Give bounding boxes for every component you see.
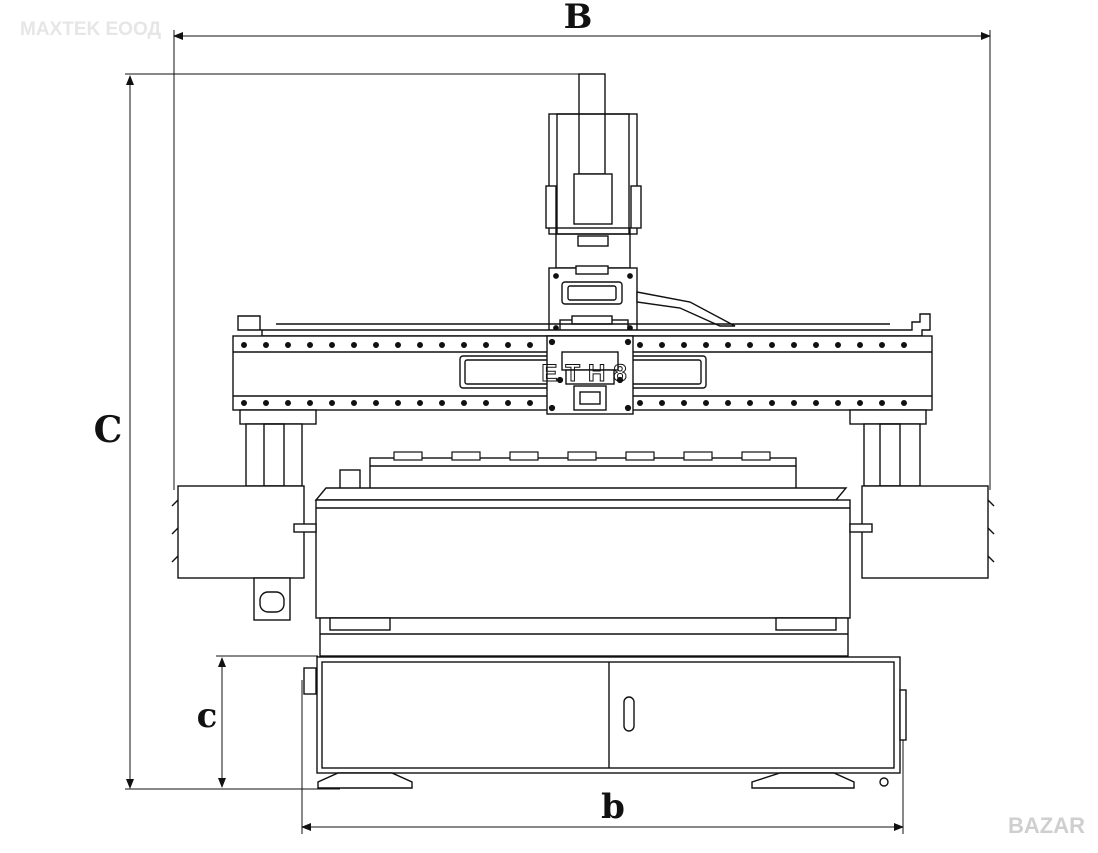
bolt [769, 400, 776, 407]
dimension-label-c: c [197, 696, 218, 736]
bolt [483, 400, 490, 407]
bolt [329, 342, 336, 349]
bolt [769, 342, 776, 349]
gantry-top-rail [237, 313, 931, 337]
rack-clamp [741, 451, 771, 461]
dimension-label-C: C [94, 409, 123, 451]
bolt [461, 400, 468, 407]
gantry-bolts-top [240, 342, 908, 349]
rack-clamp [683, 451, 713, 461]
bolt [527, 400, 534, 407]
bolt [439, 342, 446, 349]
bolt [747, 400, 754, 407]
machine-table [293, 487, 873, 657]
bolt [659, 400, 666, 407]
bolt [835, 400, 842, 407]
bolt [439, 400, 446, 407]
bolt [835, 342, 842, 349]
bolt [879, 342, 886, 349]
bolt [351, 342, 358, 349]
bolt [483, 342, 490, 349]
watermark-bottom-right: BAZAR [1008, 813, 1085, 838]
bolt [725, 342, 732, 349]
bolt [659, 342, 666, 349]
rack-clamp [625, 451, 655, 461]
dimension-label-b: b [601, 787, 625, 827]
bolt [813, 400, 820, 407]
z-axis-column [545, 73, 642, 337]
bolt [240, 342, 247, 349]
spindle-head [546, 335, 634, 415]
bolt [879, 400, 886, 407]
bolt [813, 342, 820, 349]
bolt [505, 400, 512, 407]
bolt [285, 400, 292, 407]
bolt [307, 342, 314, 349]
bolt [461, 342, 468, 349]
bolt [263, 342, 270, 349]
gantry-leg-left [171, 423, 305, 621]
bolt [263, 400, 270, 407]
bolt [395, 400, 402, 407]
base-cabinet [303, 656, 907, 774]
bolt [857, 400, 864, 407]
gantry-leg-right [861, 423, 995, 579]
bolt [285, 342, 292, 349]
bolt [637, 400, 644, 407]
bolt [857, 342, 864, 349]
bolt [681, 342, 688, 349]
bolt [505, 342, 512, 349]
bolt [901, 400, 908, 407]
bolt [725, 400, 732, 407]
bolt [373, 342, 380, 349]
gantry-bolts-bottom [240, 400, 908, 407]
bolt [527, 342, 534, 349]
bolt [417, 400, 424, 407]
bolt [637, 342, 644, 349]
bolt [791, 342, 798, 349]
bazar-logo: BAZAR [1008, 813, 1085, 838]
rack-clamp [451, 451, 481, 461]
bolt [351, 400, 358, 407]
dimension-label-B: B [564, 0, 593, 37]
rack-clamp [509, 451, 539, 461]
rack-clamp [567, 451, 597, 461]
rack-clamps [393, 451, 771, 461]
machine-feet [317, 772, 889, 789]
watermark-top-left: MAXTEK ЕООД [20, 19, 161, 40]
bolt [703, 342, 710, 349]
bolt [901, 342, 908, 349]
bolt [791, 400, 798, 407]
machine-drawing [171, 73, 995, 789]
bolt [703, 400, 710, 407]
bolt [417, 342, 424, 349]
bolt [307, 400, 314, 407]
bolt [373, 400, 380, 407]
bolt [681, 400, 688, 407]
bolt [240, 400, 247, 407]
bolt [747, 342, 754, 349]
bolt [395, 342, 402, 349]
bolt [329, 400, 336, 407]
rack-clamp [393, 451, 423, 461]
